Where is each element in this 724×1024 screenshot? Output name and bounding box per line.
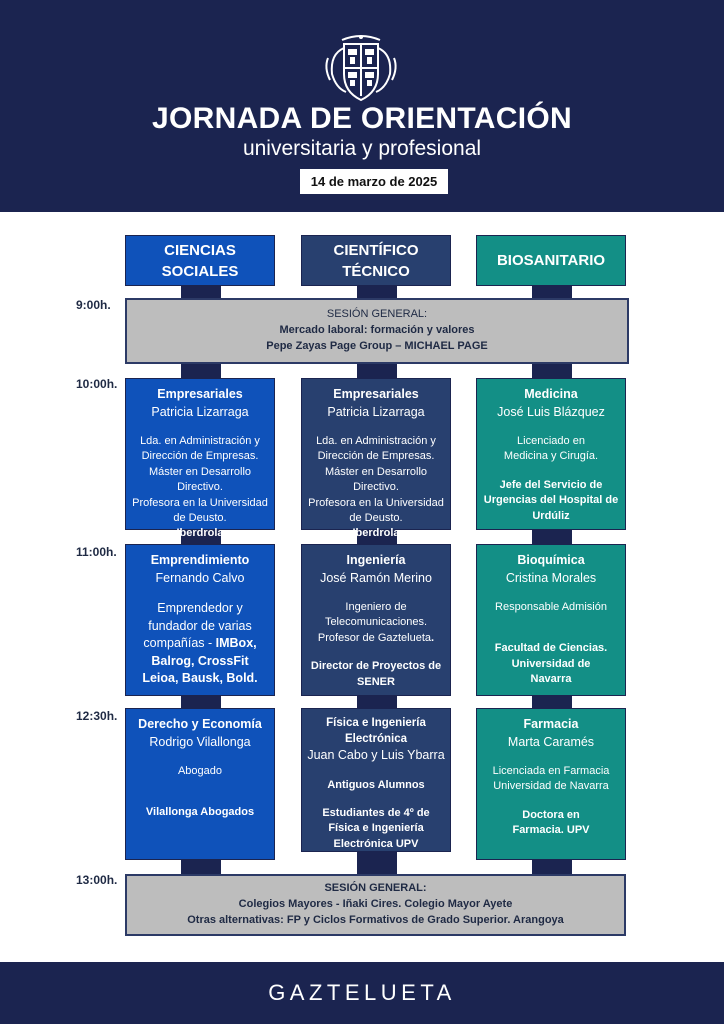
- talk-card: Farmacia Marta Caramés Licenciada en Far…: [476, 708, 626, 860]
- speaker-bio: Ingeniero de Telecomunicaciones. Profeso…: [317, 601, 435, 644]
- header-banner: JORNADA DE ORIENTACIÓN universitaria y p…: [0, 0, 724, 212]
- talk-card: Física e Ingeniería Electrónica Juan Cab…: [301, 708, 451, 852]
- coat-of-arms-icon: [325, 35, 397, 102]
- time-label: 11:00h.: [76, 545, 117, 559]
- talk-subject: Empresariales: [333, 387, 419, 401]
- talk-subject: Empresariales: [157, 387, 243, 401]
- speaker-organization: IMBox, Balrog, CrossFit Leioa, Bausk, Bo…: [142, 636, 258, 685]
- talk-card: Ingeniería José Ramón Merino Ingeniero d…: [301, 544, 451, 696]
- talk-card: Bioquímica Cristina Morales Responsable …: [476, 544, 626, 696]
- speaker-bio: Profesora en la Universidad de Deusto.: [308, 496, 444, 524]
- column-connector: [181, 364, 221, 378]
- speaker-organization: Iberdrola: [352, 527, 400, 540]
- time-label: 10:00h.: [76, 377, 118, 391]
- speaker-bio: Responsable Admisión: [495, 601, 607, 613]
- talk-card: Medicina José Luis Blázquez Licenciado e…: [476, 378, 626, 530]
- talk-subject: Farmacia: [523, 717, 579, 731]
- time-label: 12:30h.: [76, 709, 118, 723]
- session-topic: Otras alternativas: FP y Ciclos Formativ…: [187, 913, 564, 926]
- speaker-organization: Doctora en Farmacia. UPV: [512, 808, 590, 837]
- speaker-organization: Iberdrola: [176, 527, 224, 540]
- speaker-bio: Lda. en Administración y Dirección de Em…: [140, 435, 260, 463]
- speaker-bio: Licenciado en Medicina y Cirugía.: [503, 435, 599, 463]
- speaker-bio: Abogado: [177, 765, 223, 777]
- column-connector: [357, 286, 397, 298]
- column-connector: [532, 860, 572, 874]
- page-subtitle: universitaria y profesional: [242, 137, 482, 160]
- column-header-biosanitario: BIOSANITARIO: [476, 235, 626, 286]
- column-connector: [532, 364, 572, 378]
- page-title: JORNADA DE ORIENTACIÓN: [152, 102, 572, 135]
- speaker-name: Fernando Calvo: [155, 570, 245, 585]
- column-connector: [357, 696, 397, 708]
- column-connector: [181, 860, 221, 874]
- talk-subject: Física e Ingeniería Electrónica: [326, 717, 426, 745]
- speaker-name: Patricia Lizarraga: [327, 404, 425, 419]
- column-connector: [357, 852, 397, 874]
- column-connector: [532, 286, 572, 298]
- talk-card: Empresariales Patricia Lizarraga Lda. en…: [301, 378, 451, 539]
- column-connector: [532, 530, 572, 544]
- speaker-bio: Antiguos Alumnos: [327, 778, 425, 791]
- event-date-badge: 14 de marzo de 2025: [300, 169, 448, 194]
- general-session-morning: SESIÓN GENERAL: Mercado laboral: formaci…: [125, 298, 629, 364]
- talk-card: Derecho y Economía Rodrigo Vilallonga Ab…: [125, 708, 275, 860]
- talk-card: Empresariales Patricia Lizarraga Lda. en…: [125, 378, 275, 539]
- speaker-name: Patricia Lizarraga: [151, 404, 249, 419]
- speaker-name: José Ramón Merino: [320, 570, 432, 585]
- talk-subject: Ingeniería: [346, 553, 406, 567]
- speaker-bio: Lda. en Administración y Dirección de Em…: [316, 435, 436, 463]
- speaker-organization: Vilallonga Abogados: [145, 806, 255, 819]
- session-label: SESIÓN GENERAL:: [326, 308, 428, 321]
- session-topic: Colegios Mayores - Iñaki Cires. Colegio …: [238, 898, 513, 911]
- speaker-name: Juan Cabo y Luis Ybarra: [307, 748, 445, 763]
- speaker-name: José Luis Blázquez: [497, 404, 605, 419]
- speaker-bio: Emprendedor y fundador de varias compañí…: [142, 601, 258, 685]
- speaker-organization: Director de Proyectos de SENER: [310, 660, 442, 688]
- talk-subject: Derecho y Economía: [138, 717, 262, 731]
- talk-subject: Emprendimiento: [150, 553, 250, 567]
- talk-subject: Bioquímica: [517, 553, 585, 567]
- column-connector: [357, 364, 397, 378]
- talk-subject: Medicina: [524, 387, 578, 401]
- speaker-name: Rodrigo Vilallonga: [149, 734, 251, 749]
- talk-card: Emprendimiento Fernando Calvo Emprendedo…: [125, 544, 275, 696]
- column-connector: [357, 530, 397, 544]
- speaker-bio: Máster en Desarrollo Directivo.: [148, 465, 252, 494]
- session-speaker: Pepe Zayas Page Group – MICHAEL PAGE: [266, 339, 488, 352]
- speaker-bio: Profesora en la Universidad de Deusto.: [132, 496, 268, 524]
- column-connector: [181, 530, 221, 544]
- column-connector: [181, 696, 221, 708]
- speaker-organization: Facultad de Ciencias. Universidad de Nav…: [494, 642, 608, 686]
- footer-banner: GAZTELUETA: [0, 962, 724, 1024]
- speaker-organization: Estudiantes de 4º de Física e Ingeniería…: [322, 806, 430, 850]
- school-brand: GAZTELUETA: [268, 980, 456, 1005]
- speaker-name: Cristina Morales: [505, 570, 597, 585]
- time-label: 13:00h.: [76, 873, 118, 887]
- session-label: SESIÓN GENERAL:: [324, 882, 427, 895]
- column-connector: [181, 286, 221, 298]
- session-topic: Mercado laboral: formación y valores: [279, 324, 475, 337]
- speaker-bio: Máster en Desarrollo Directivo.: [324, 465, 428, 494]
- speaker-name: Marta Caramés: [507, 734, 595, 749]
- speaker-organization: Jefe del Servicio de Urgencias del Hospi…: [483, 478, 619, 522]
- general-session-afternoon: SESIÓN GENERAL: Colegios Mayores - Iñaki…: [125, 874, 626, 936]
- time-label: 9:00h.: [76, 298, 111, 312]
- column-connector: [532, 696, 572, 708]
- speaker-bio: Licenciada en Farmacia Universidad de Na…: [492, 765, 610, 793]
